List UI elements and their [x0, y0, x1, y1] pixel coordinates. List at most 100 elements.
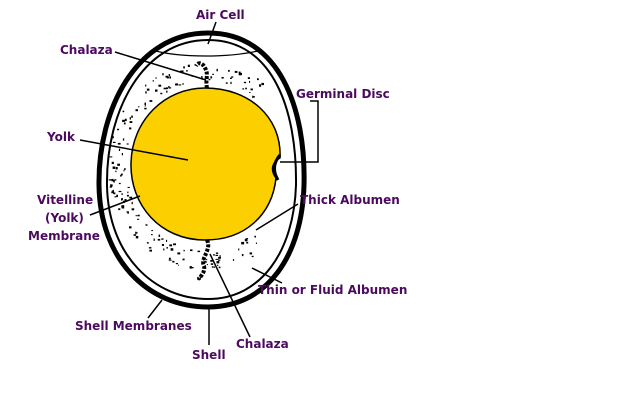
albumen-speckle: [252, 96, 255, 98]
albumen-speckle: [157, 238, 161, 241]
albumen-speckle: [161, 238, 164, 240]
albumen-speckle: [137, 218, 140, 220]
albumen-speckle: [127, 186, 130, 188]
label-vitelline-2: (Yolk): [45, 211, 84, 225]
albumen-speckle: [118, 190, 122, 193]
albumen-speckle: [113, 192, 116, 195]
albumen-speckle: [208, 78, 211, 81]
albumen-speckle: [234, 70, 238, 73]
albumen-speckle: [166, 239, 168, 242]
albumen-speckle: [216, 261, 220, 264]
albumen-speckle: [217, 264, 219, 266]
albumen-speckle: [201, 76, 203, 78]
albumen-speckle: [117, 128, 120, 131]
albumen-speckle: [149, 100, 153, 102]
chalaza-bottom: [197, 239, 211, 281]
albumen-speckle: [189, 266, 192, 269]
vitelline-leader: [89, 195, 141, 216]
albumen-speckle: [242, 88, 245, 90]
albumen-speckle: [145, 224, 148, 226]
albumen-speckle: [182, 83, 184, 85]
albumen-speckle: [261, 82, 264, 86]
albumen-speckle: [230, 81, 232, 85]
albumen-speckle: [210, 263, 214, 265]
albumen-speckle: [112, 141, 116, 143]
albumen-speckle: [250, 88, 253, 91]
albumen-speckle: [249, 92, 251, 93]
albumen-speckle: [165, 75, 169, 78]
albumen-speckle: [259, 84, 262, 87]
albumen-speckle: [114, 196, 117, 198]
albumen-speckle: [210, 260, 213, 262]
albumen-speckle: [168, 259, 172, 261]
albumen-speckle: [232, 259, 235, 261]
albumen-speckle: [241, 254, 244, 257]
albumen-speckle: [116, 194, 118, 198]
albumen-speckle: [221, 77, 224, 79]
albumen-speckle: [111, 190, 114, 192]
albumen-speckle: [186, 70, 188, 72]
albumen-speckle: [215, 258, 219, 260]
albumen-speckle: [114, 179, 117, 181]
label-vitelline-3: Membrane: [28, 229, 100, 243]
albumen-speckle: [183, 66, 185, 69]
albumen-speckle: [121, 198, 122, 201]
albumen-speckle: [163, 248, 165, 251]
albumen-speckle: [218, 266, 221, 269]
albumen-speckle: [241, 241, 245, 245]
albumen-speckle: [211, 266, 214, 268]
albumen-speckle: [206, 264, 208, 266]
albumen-speckle: [144, 105, 146, 107]
albumen-speckle: [247, 77, 250, 79]
albumen-speckle: [122, 110, 125, 113]
albumen-speckle: [111, 178, 114, 182]
albumen-speckle: [109, 156, 113, 158]
albumen-speckle: [191, 267, 194, 269]
albumen-speckle: [243, 81, 247, 84]
albumen-speckle: [135, 236, 139, 239]
albumen-speckle: [182, 258, 185, 261]
albumen-speckle: [121, 207, 125, 209]
albumen-speckle: [257, 78, 259, 81]
albumen-speckle: [124, 199, 127, 202]
albumen-speckle: [245, 87, 247, 90]
albumen-speckle: [149, 249, 152, 252]
albumen-speckle: [218, 259, 221, 261]
albumen-speckle: [162, 73, 164, 76]
albumen-speckle: [118, 208, 121, 211]
albumen-speckle: [170, 248, 174, 251]
albumen-speckle: [126, 211, 129, 213]
albumen-speckle: [238, 248, 240, 251]
albumen-speckle: [135, 215, 138, 217]
label-germinal-disc: Germinal Disc: [296, 87, 390, 101]
albumen-speckle: [178, 84, 182, 86]
thin-albumen-leader: [251, 267, 283, 284]
label-air-cell: Air Cell: [196, 8, 245, 22]
albumen-speckle: [124, 118, 127, 122]
albumen-speckle: [173, 243, 176, 246]
albumen-speckle: [219, 255, 221, 257]
albumen-speckle: [131, 201, 133, 205]
albumen-speckle: [175, 83, 178, 86]
shell-membrane-outline: [105, 38, 298, 301]
label-vitelline-1: Vitelline: [37, 193, 93, 207]
label-thin-albumen: Thin or Fluid Albumen: [258, 283, 407, 297]
albumen-speckle: [144, 107, 147, 110]
albumen-speckle: [172, 260, 175, 263]
chalaza-top-leader: [114, 51, 207, 81]
albumen-speckle: [146, 88, 150, 91]
albumen-speckle: [121, 153, 123, 156]
albumen-speckle: [122, 119, 125, 122]
albumen-speckle: [244, 238, 248, 242]
albumen-speckle: [251, 255, 254, 258]
yolk-leader: [79, 139, 189, 161]
albumen-speckle: [168, 257, 171, 260]
albumen-speckle: [153, 238, 155, 241]
thick-albumen-leader: [255, 203, 299, 231]
albumen-speckle: [151, 234, 153, 236]
albumen-speckle: [144, 102, 146, 105]
albumen-speckle: [158, 234, 161, 237]
albumen-speckle: [117, 142, 121, 145]
albumen-speckle: [129, 121, 133, 123]
